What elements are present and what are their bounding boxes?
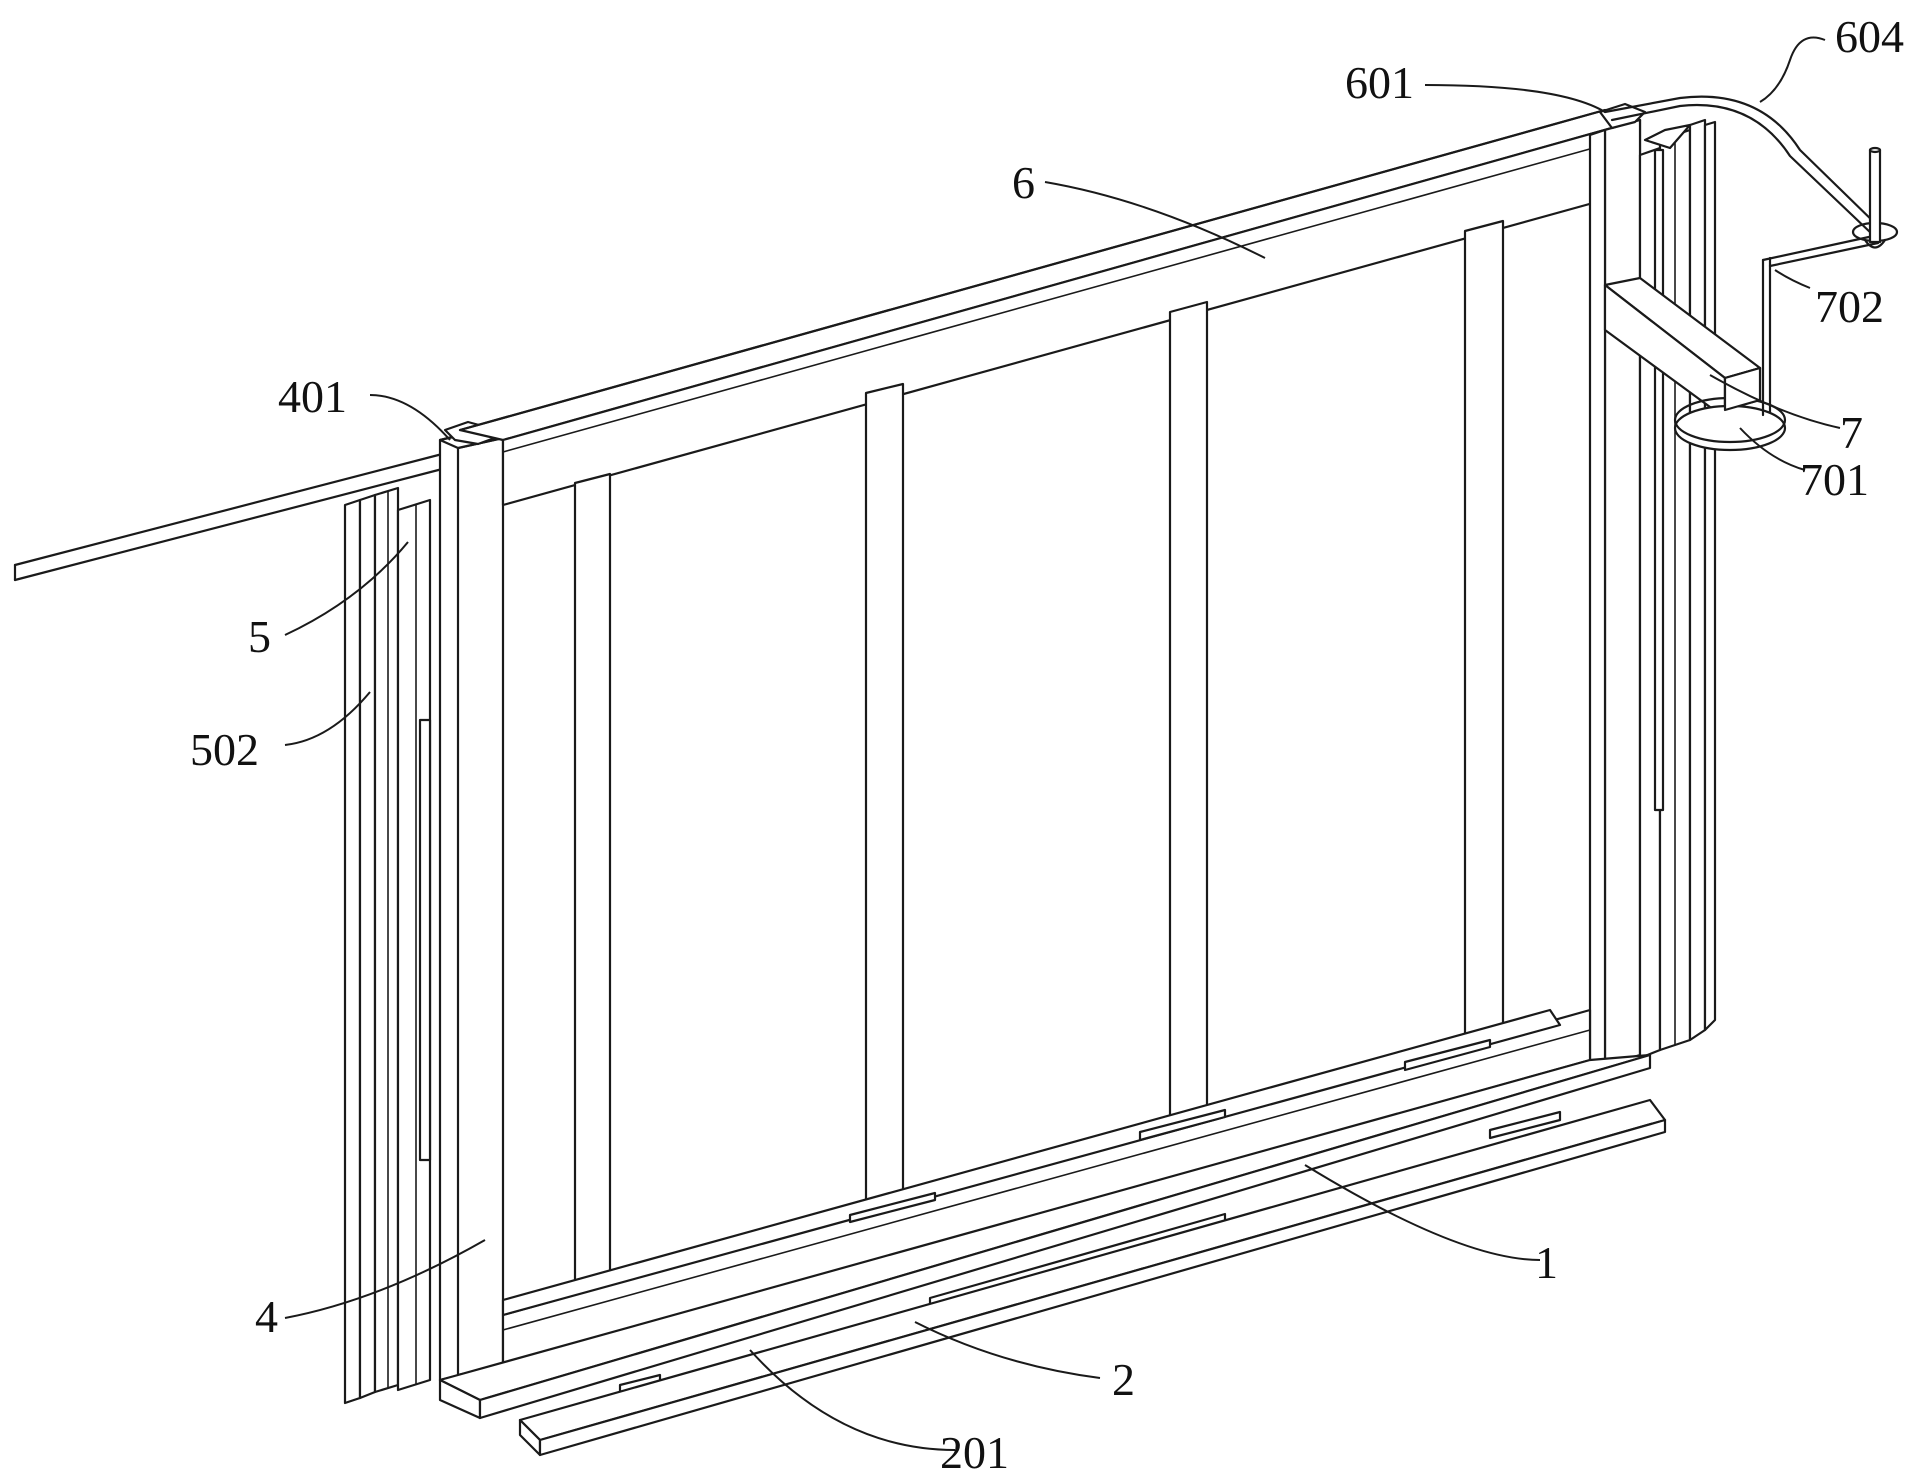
pin-702: [1761, 233, 1880, 417]
label-702: 702: [1815, 281, 1884, 332]
bent-rod-604: [1603, 95, 1899, 249]
bottom-rail-1: [501, 1008, 1592, 1367]
top-beam-6: [458, 108, 1642, 507]
left-post-4: [438, 420, 505, 1382]
left-channel-502: [343, 486, 432, 1405]
label-601: 601: [1345, 57, 1414, 108]
label-2: 2: [1112, 1354, 1135, 1405]
reference-labels: 604 601 6 702 401 7 701 5 502 1 4 2 201: [190, 11, 1904, 1478]
disk-701: [1673, 366, 1787, 452]
right-post: [1588, 102, 1647, 1072]
label-201: 201: [940, 1427, 1009, 1475]
label-604: 604: [1835, 11, 1904, 62]
base-plate-2: [438, 1053, 1652, 1420]
label-6: 6: [1012, 157, 1035, 208]
label-5: 5: [248, 611, 271, 662]
left-rod: [13, 450, 452, 582]
label-701: 701: [1800, 454, 1869, 505]
leader-lines: [284, 36, 1841, 1451]
label-7: 7: [1840, 407, 1863, 458]
base-strip-201: [518, 1098, 1667, 1457]
right-channel: [1638, 118, 1717, 1060]
label-401: 401: [278, 371, 347, 422]
label-4: 4: [255, 1291, 278, 1342]
label-1: 1: [1535, 1237, 1558, 1288]
label-502: 502: [190, 724, 259, 775]
